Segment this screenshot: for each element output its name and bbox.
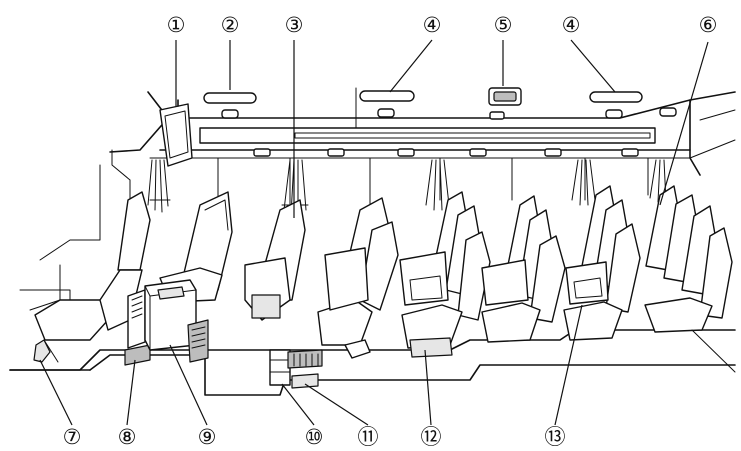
air-vent: [589, 91, 643, 119]
exit-sign: [488, 87, 522, 120]
passenger-seat: [317, 197, 399, 359]
callout-12: ⑫: [421, 425, 442, 449]
callout-9: ⑨: [198, 425, 217, 449]
monitor: [159, 99, 193, 167]
passenger-seat: [481, 195, 566, 343]
driver-seat: [33, 191, 151, 363]
curtain: [281, 159, 309, 217]
curtain: [147, 159, 171, 213]
window-curtains: [147, 159, 667, 217]
reclining-seat: [399, 191, 491, 358]
rear-fixture: [659, 107, 677, 117]
leader-lines: [39, 39, 709, 426]
callout-5: ⑤: [494, 13, 513, 37]
bus-body: [9, 91, 736, 396]
floor-equipment: [124, 289, 151, 366]
callout-1: ①: [167, 13, 186, 37]
entrance-step: [269, 349, 291, 386]
equipment-box: [287, 349, 323, 389]
callout-7: ⑦: [63, 425, 82, 449]
air-vent: [355, 87, 415, 129]
passenger-seat: [244, 199, 306, 321]
callout-6: ⑥: [699, 13, 718, 37]
reclining-seat: [563, 185, 641, 341]
cabinet-unit: [144, 279, 209, 363]
curtain: [571, 159, 596, 206]
curtain: [425, 159, 450, 211]
callout-4: ④: [423, 13, 442, 37]
rear-seat: [644, 185, 736, 373]
callout-8: ⑧: [118, 425, 137, 449]
reading-lights: [253, 148, 639, 157]
callout-10: ⑩: [305, 425, 324, 449]
callout-2: ②: [221, 13, 240, 37]
callout-3: ③: [285, 13, 304, 37]
callout-4-second: ④: [562, 13, 581, 37]
callout-13: ⑬: [545, 425, 566, 449]
callout-11: ⑪: [358, 425, 379, 449]
callouts: ① ② ③ ④ ⑤ ④ ⑥ ⑦ ⑧ ⑨ ⑩ ⑪ ⑫ ⑬: [63, 13, 718, 449]
ceiling-light: [203, 92, 257, 119]
